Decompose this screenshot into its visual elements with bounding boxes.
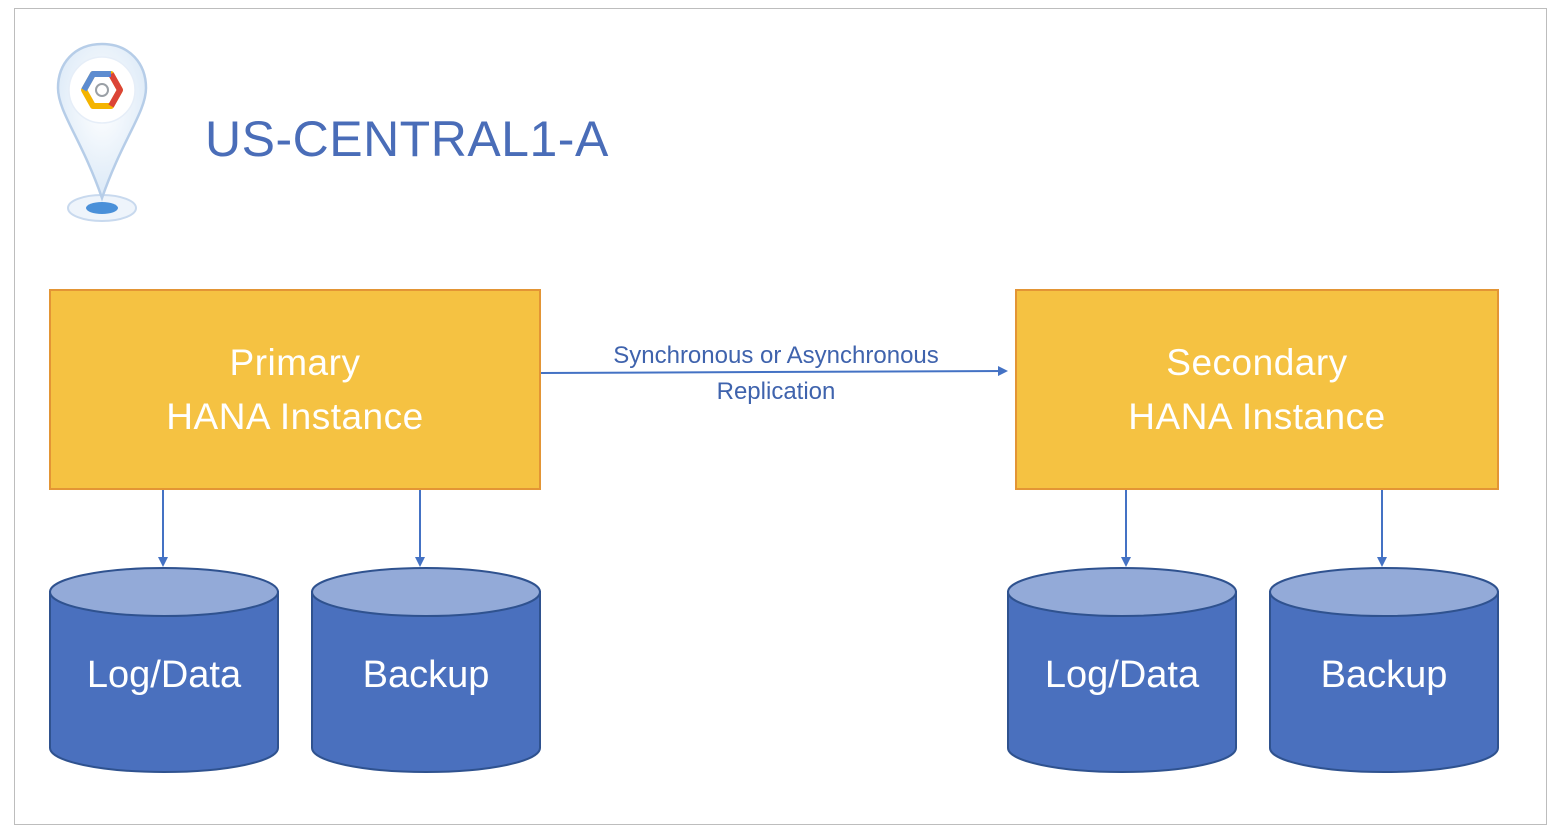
primary-backup-disk: Backup — [310, 566, 542, 776]
primary-hana-instance: Primary HANA Instance — [49, 289, 541, 490]
secondary-instance-line2: HANA Instance — [1128, 395, 1386, 437]
disk-label: Backup — [1320, 654, 1448, 696]
primary-instance-line1: Primary — [229, 341, 361, 383]
replication-label: Synchronous or Asynchronous Replication — [560, 338, 992, 410]
replication-arrow — [540, 366, 1008, 377]
replication-label-line2: Replication — [716, 378, 836, 405]
database-cylinder-icon — [49, 567, 279, 773]
replication-label-line1: Synchronous or Asynchronous — [613, 342, 939, 369]
secondary-logdata-disk: Log/Data — [1006, 566, 1238, 776]
disk-label: Log/Data — [86, 654, 242, 696]
database-cylinder-icon — [311, 567, 541, 773]
secondary-instance-line1: Secondary — [1166, 341, 1348, 383]
zone-title: US-CENTRAL1-A — [205, 111, 609, 167]
disk-label: Log/Data — [1044, 654, 1200, 696]
primary-logdata-disk: Log/Data — [48, 566, 280, 776]
primary-instance-line2: HANA Instance — [166, 395, 424, 437]
diagram-frame — [14, 8, 1547, 825]
disk-label: Backup — [362, 654, 490, 696]
secondary-hana-instance: Secondary HANA Instance — [1015, 289, 1499, 490]
database-cylinder-icon — [1269, 567, 1499, 773]
database-cylinder-icon — [1007, 567, 1237, 773]
secondary-backup-disk: Backup — [1268, 566, 1500, 776]
google-cloud-location-pin-icon — [52, 40, 152, 230]
